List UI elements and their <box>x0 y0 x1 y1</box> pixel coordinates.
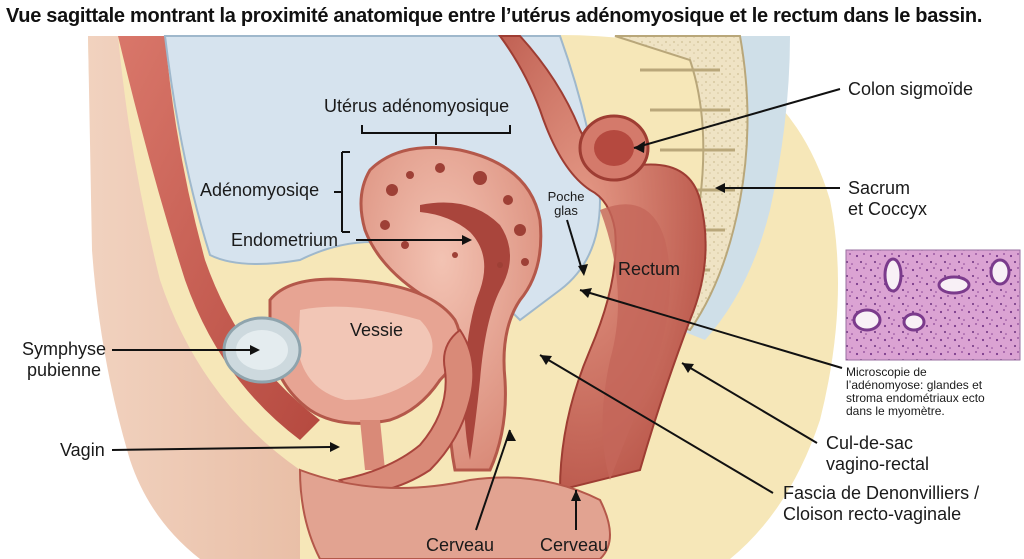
label-symphysis-line1: Symphyse <box>21 339 107 359</box>
label-culdesac: Cul-de-sac vagino-rectal <box>826 433 929 475</box>
label-cervix-right: Cerveau <box>540 535 609 555</box>
label-endometrium: Endometrium <box>231 230 339 250</box>
pubic-symphysis <box>222 316 302 384</box>
label-colon: Colon sigmoïde <box>848 79 974 99</box>
rectum-sigmoid <box>498 35 707 492</box>
sacrum <box>600 35 790 340</box>
label-microscopy-line1: Microscopie de <box>846 366 927 379</box>
label-fascia: Fascia de Denonvilliers / Cloison recto-… <box>783 483 979 525</box>
label-culdesac-line1: Cul-de-sac <box>826 433 914 453</box>
perineum <box>298 468 611 559</box>
label-cervix-left: Cerveau <box>426 535 495 555</box>
label-microscopy-line2: l’adénomyose: glandes et <box>846 378 983 392</box>
label-fascia-line1: Fascia de Denonvilliers / <box>783 483 980 503</box>
bladder <box>268 277 462 470</box>
label-pouch-line1: Poche <box>547 189 585 204</box>
arrowheads <box>250 141 725 501</box>
label-adenomyosis: Adénomyosiqe <box>200 180 320 200</box>
label-pouch: Poche glas <box>540 190 592 218</box>
label-culdesac-line2: vagino-rectal <box>826 454 930 474</box>
label-bladder: Vessie <box>350 320 404 340</box>
label-rectum: Rectum <box>618 259 681 279</box>
label-symphysis-line2: pubienne <box>26 360 102 380</box>
label-pouch-line2: glas <box>554 203 578 218</box>
label-microscopy-line3: stroma endométriaux ecto <box>846 391 985 405</box>
label-uterus: Utérus adénomyosique <box>324 96 510 116</box>
uterus <box>359 146 543 472</box>
leader-lines <box>111 88 843 531</box>
label-sacrum: Sacrum et Coccyx <box>848 178 927 220</box>
diagram-title: Vue sagittale montrant la proximité anat… <box>6 5 983 27</box>
label-symphysis: Symphyse pubienne <box>14 339 114 381</box>
label-fascia-line2: Cloison recto-vaginale <box>783 504 962 524</box>
label-sacrum-line2: et Coccyx <box>848 199 928 219</box>
label-sacrum-line1: Sacrum <box>848 178 911 198</box>
histology-inset <box>845 249 1021 361</box>
label-vagina: Vagin <box>60 440 105 460</box>
label-microscopy-line4: dans le myomètre. <box>846 404 945 418</box>
label-microscopy: Microscopie de l’adénomyose: glandes et … <box>846 366 1024 418</box>
